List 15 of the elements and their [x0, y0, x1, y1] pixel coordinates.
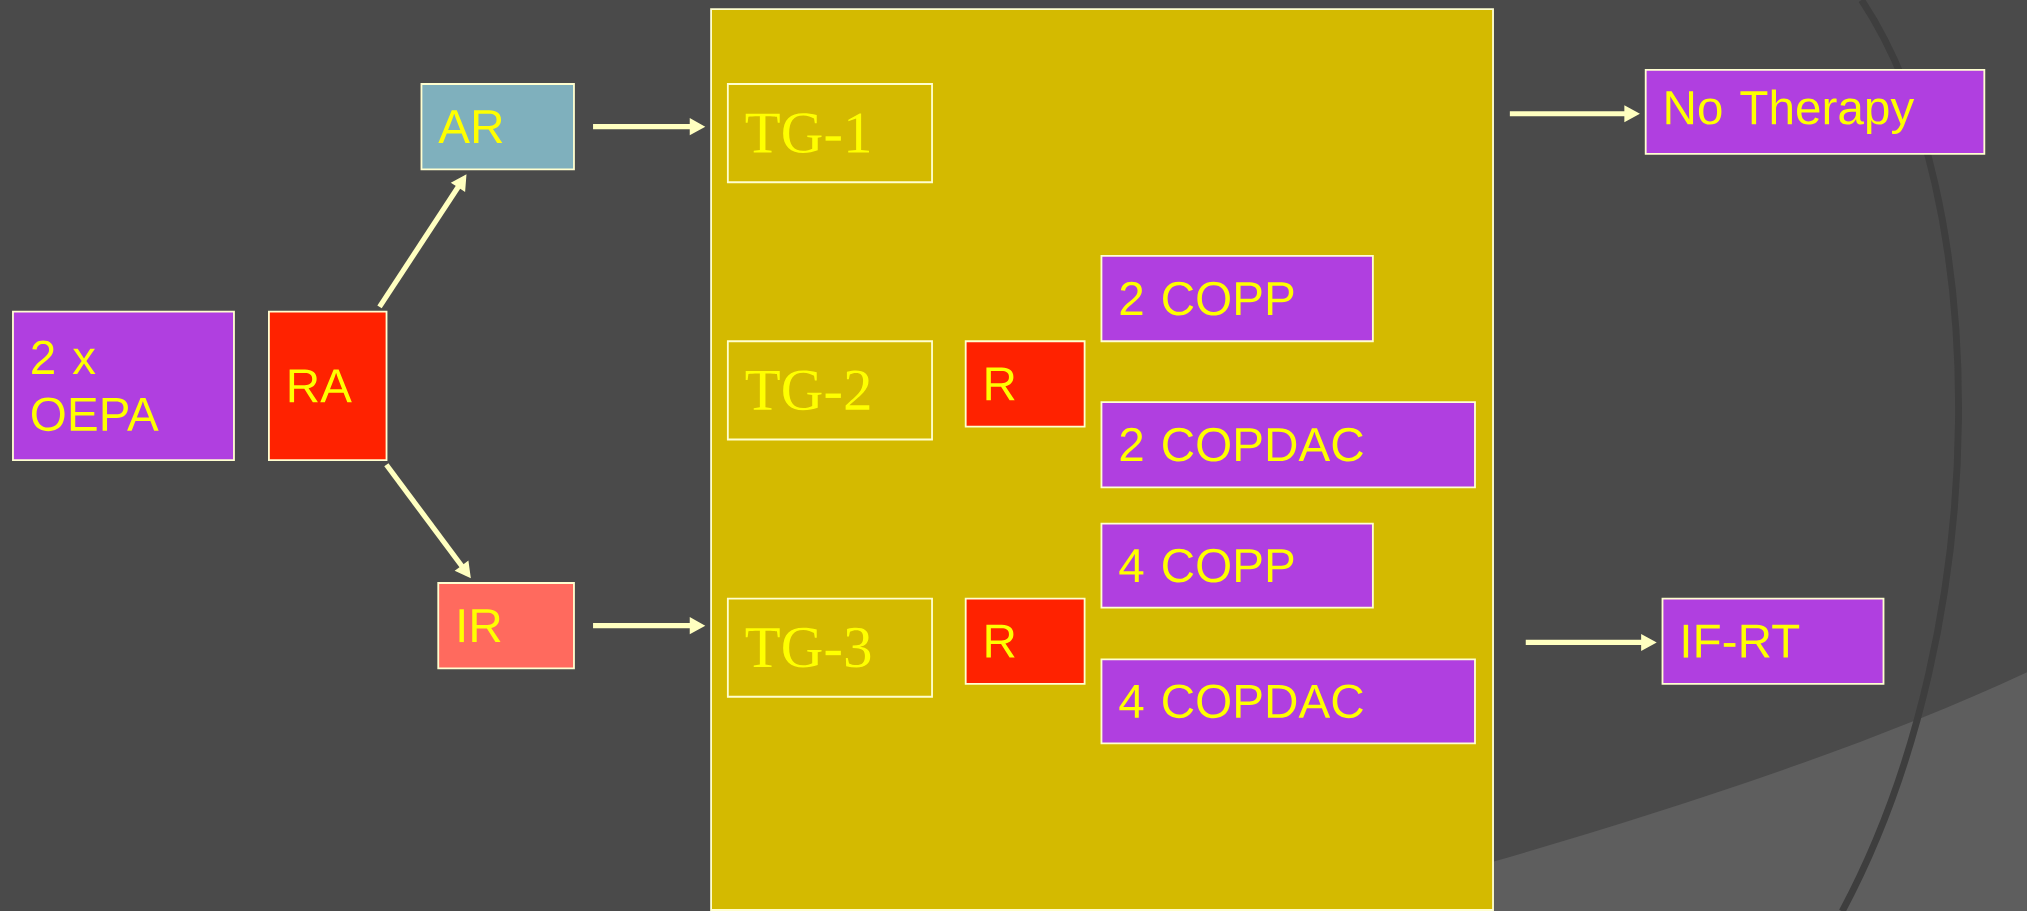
process-box: IR — [437, 581, 575, 670]
process-box: R — [964, 597, 1086, 685]
label-box: TG-2 — [726, 340, 933, 441]
process-box: AR — [420, 82, 575, 171]
process-box: 2 COPP — [1100, 254, 1374, 342]
process-box: IF-RT — [1661, 597, 1885, 685]
process-box: 4 COPP — [1100, 522, 1374, 609]
label-box: TG-3 — [726, 597, 933, 698]
process-box: 2 x OEPA — [12, 310, 235, 461]
process-box: 4 COPDAC — [1100, 658, 1476, 745]
process-box: 2 COPDAC — [1100, 400, 1476, 489]
process-box: RA — [268, 310, 388, 461]
process-box: No Therapy — [1644, 68, 1986, 155]
process-box: R — [964, 340, 1086, 428]
label-box: TG-1 — [726, 82, 933, 183]
